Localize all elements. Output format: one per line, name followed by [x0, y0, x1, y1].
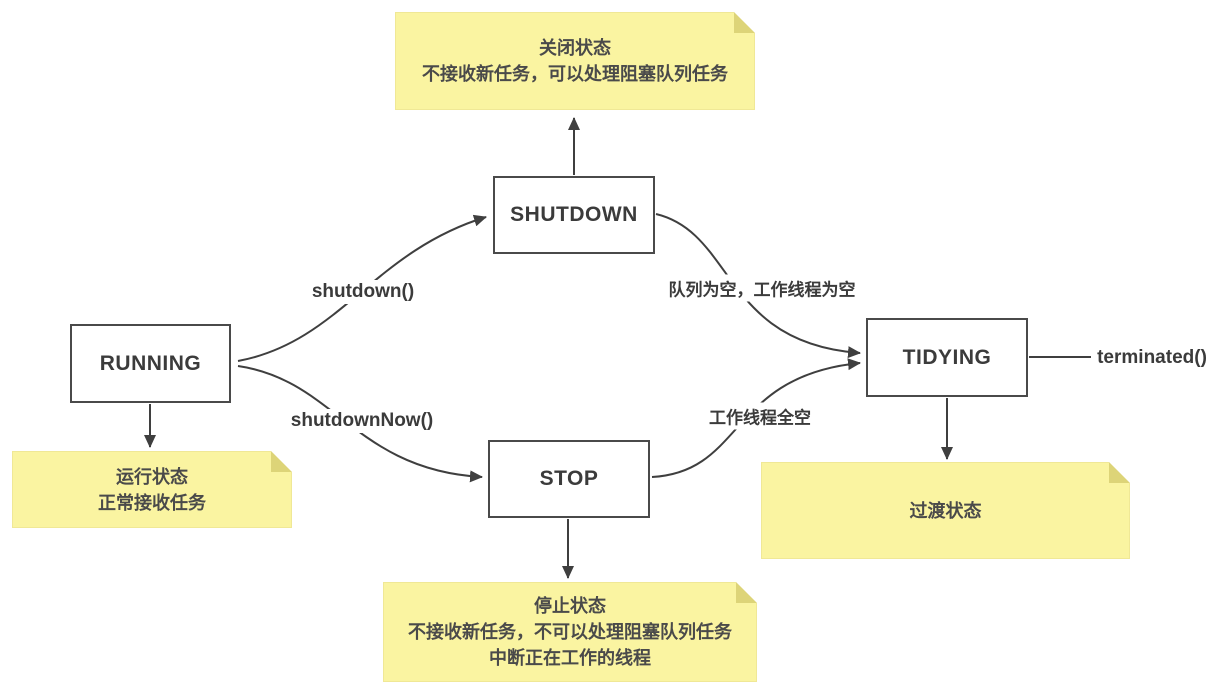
state-box-running: RUNNING: [70, 324, 231, 403]
transition-label-terminated: terminated(): [1092, 346, 1212, 370]
note-shutdown-state: 关闭状态 不接收新任务，可以处理阻塞队列任务: [395, 12, 755, 110]
transition-label-queue-empty: 队列为空，工作线程为空: [663, 274, 861, 302]
note-text-line: 正常接收任务: [98, 492, 206, 513]
note-running-state: 运行状态 正常接收任务: [12, 451, 292, 528]
state-label: SHUTDOWN: [510, 203, 638, 226]
note-stop-state: 停止状态 不接收新任务，不可以处理阻塞队列任务 中断正在工作的线程: [383, 582, 757, 682]
transition-label-workers-all-empty: 工作线程全空: [704, 402, 816, 430]
note-text-line: 关闭状态: [539, 38, 611, 58]
transition-label-shutdown-now: shutdownNow(): [285, 409, 439, 433]
note-fold-corner: [736, 582, 757, 603]
note-fold-corner: [271, 451, 292, 472]
note-fold-corner: [1109, 462, 1130, 483]
state-label: STOP: [539, 467, 599, 490]
note-tidying-state: 过渡状态: [761, 462, 1130, 559]
note-text-line: 过渡状态: [909, 500, 982, 521]
note-text-line: 运行状态: [116, 466, 188, 487]
note-text-line: 不接收新任务，不可以处理阻塞队列任务: [408, 622, 732, 642]
transition-label-shutdown: shutdown(): [306, 280, 420, 304]
state-box-stop: STOP: [488, 440, 650, 518]
note-text-line: 中断正在工作的线程: [489, 648, 651, 668]
note-text-line: 停止状态: [534, 596, 606, 616]
state-label: TIDYING: [902, 345, 992, 369]
state-box-tidying: TIDYING: [866, 318, 1028, 397]
note-fold-corner: [734, 12, 755, 33]
state-box-shutdown: SHUTDOWN: [493, 176, 655, 254]
state-label: RUNNING: [99, 351, 202, 375]
note-text-line: 不接收新任务，可以处理阻塞队列任务: [422, 64, 728, 84]
